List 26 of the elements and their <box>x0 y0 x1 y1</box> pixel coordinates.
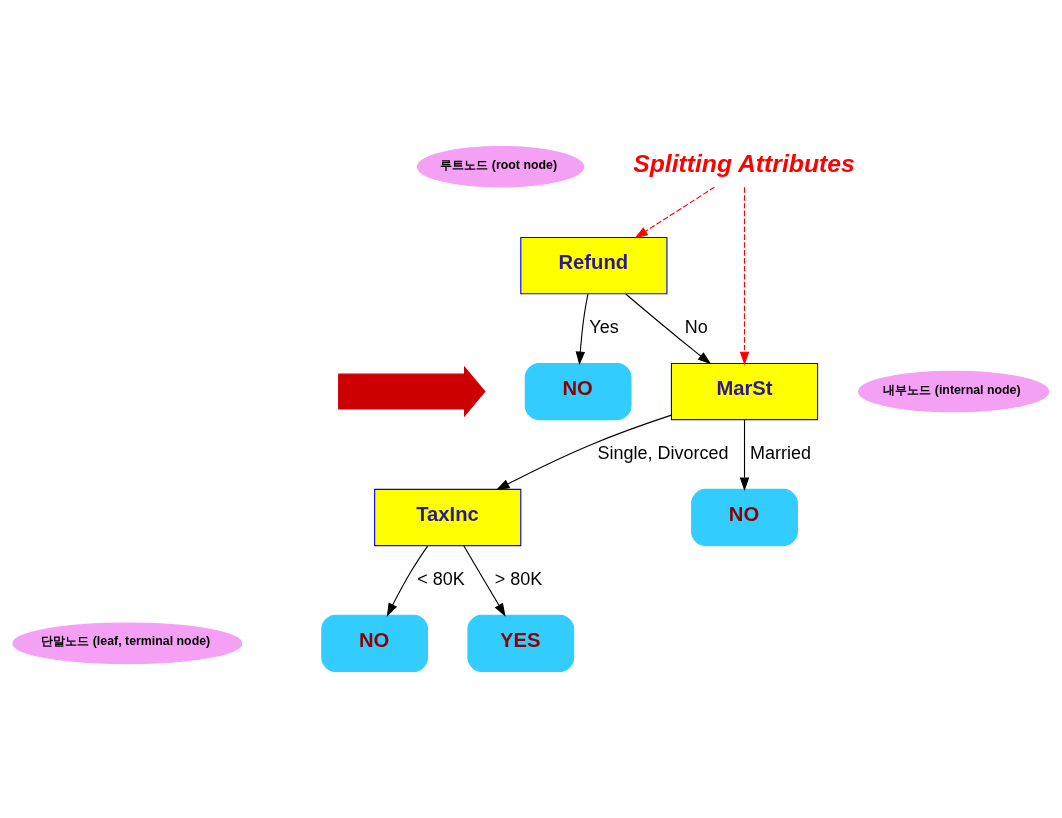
arrow <box>634 186 715 239</box>
node-ellipse: 내부노드 (internal node) <box>857 370 1050 413</box>
arrow <box>575 293 589 366</box>
node-box: Refund <box>520 237 668 295</box>
edge-label: < 80K <box>417 568 465 589</box>
node-arrow <box>338 365 486 418</box>
node-box: NO <box>691 488 798 547</box>
arrow <box>739 419 750 491</box>
arrow <box>496 414 672 491</box>
edge-label: No <box>684 316 708 337</box>
node-ellipse: 루트노드 (root node) <box>416 145 585 188</box>
node-ellipse: 단말노드 (leaf, terminal node) <box>12 622 243 665</box>
node-box: YES <box>467 614 575 673</box>
edge-label: Married <box>750 442 811 463</box>
edge-label: Single, Divorced <box>597 442 729 463</box>
node-box: NO <box>321 614 429 673</box>
node-box: NO <box>524 362 632 421</box>
arrow <box>386 545 429 617</box>
arrow <box>625 293 712 365</box>
edge-label: > 80K <box>494 568 543 589</box>
node-text: Splitting Attributes <box>633 149 855 177</box>
node-box: TaxInc <box>374 488 522 547</box>
node-box: MarSt <box>670 362 819 421</box>
arrow <box>739 186 750 366</box>
arrow <box>463 545 506 617</box>
edge-label: Yes <box>589 316 619 337</box>
